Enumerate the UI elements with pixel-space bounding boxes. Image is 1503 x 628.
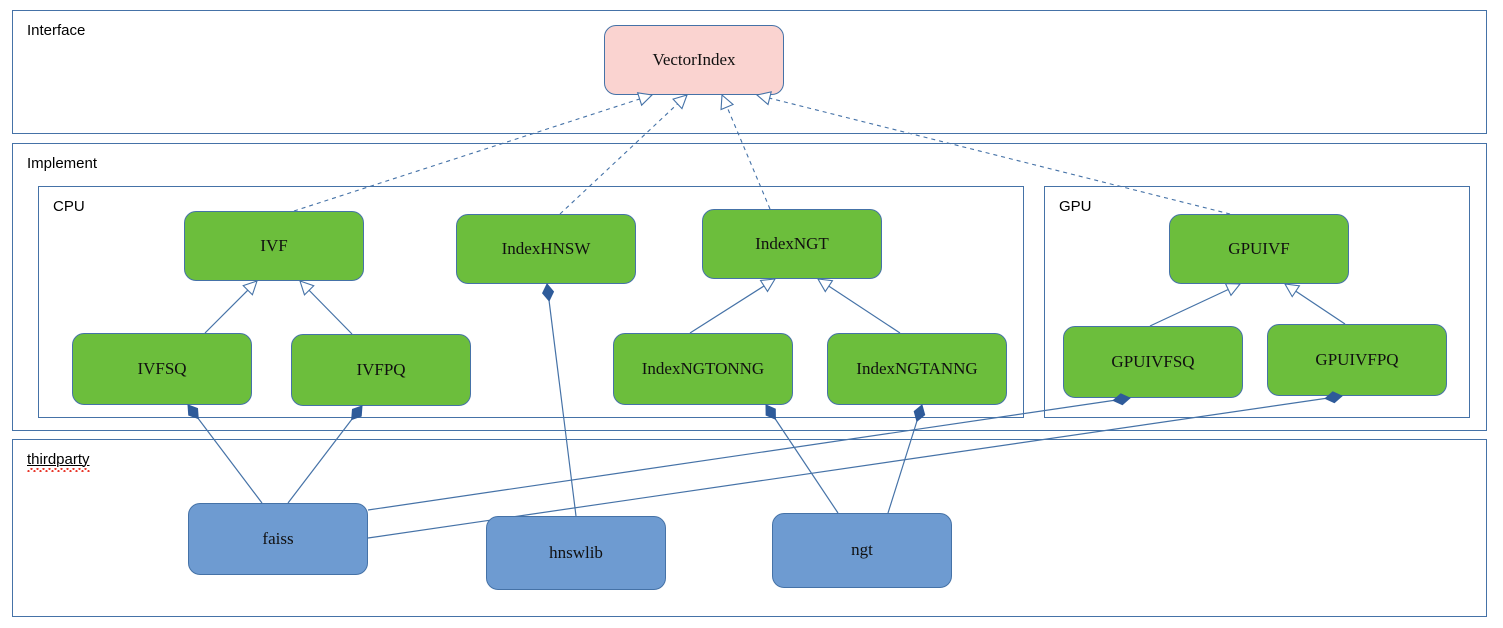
edge-faiss-to-ivfsq	[187, 404, 263, 504]
edge-hnswlib-to-indexhnsw-diamond	[542, 283, 555, 302]
node-indexhnsw[interactable]: IndexHNSW	[456, 214, 636, 284]
edge-gpuivf-to-vectorindex-arrowhead	[755, 91, 772, 106]
group-interface: Interface	[12, 10, 1487, 134]
node-label-ivfpq: IVFPQ	[356, 359, 406, 379]
edge-faiss-to-gpuivfpq-diamond	[1324, 391, 1343, 404]
edge-faiss-to-ivfpq	[287, 405, 363, 504]
edge-ngt-to-indexngtonng	[765, 404, 839, 514]
edge-ivf-to-vectorindex-arrowhead	[636, 92, 654, 107]
edge-ivf-to-vectorindex	[293, 94, 653, 212]
node-indexngtanng[interactable]: IndexNGTANNG	[827, 333, 1007, 405]
group-label-thirdparty-text: thirdparty	[27, 451, 90, 468]
node-label-gpuivfsq: GPUIVFSQ	[1111, 351, 1195, 371]
edge-gpuivfsq-to-gpuivf-arrowhead	[1224, 283, 1242, 297]
node-faiss[interactable]: faiss	[188, 503, 368, 575]
node-label-vectorindex: VectorIndex	[652, 49, 736, 69]
edge-faiss-to-ivfsq-diamond	[187, 404, 199, 420]
edge-faiss-to-ivfpq-diamond	[351, 405, 363, 421]
node-ivf[interactable]: IVF	[184, 211, 364, 281]
node-label-indexngtonng: IndexNGTONNG	[641, 358, 765, 378]
edge-gpuivf-to-vectorindex	[756, 94, 1231, 215]
node-label-ivfsq: IVFSQ	[137, 358, 187, 378]
edge-gpuivfsq-to-gpuivf	[1149, 283, 1241, 327]
group-label-thirdparty: thirdparty	[27, 451, 90, 472]
spellcheck-squiggle	[27, 468, 90, 472]
node-vectorindex[interactable]: VectorIndex	[604, 25, 784, 95]
edge-indexngt-to-vectorindex-arrowhead	[720, 93, 735, 111]
node-label-indexhnsw: IndexHNSW	[501, 238, 591, 258]
edge-indexngtanng-to-indexngt-arrowhead	[816, 278, 834, 293]
edge-ngt-to-indexngtanng	[887, 404, 923, 514]
node-label-faiss: faiss	[262, 528, 294, 548]
group-thirdparty: thirdparty	[12, 439, 1487, 617]
node-label-indexngt: IndexNGT	[755, 233, 829, 253]
node-label-indexngtanng: IndexNGTANNG	[856, 358, 978, 378]
edge-indexhnsw-to-vectorindex	[559, 94, 688, 215]
node-hnswlib[interactable]: hnswlib	[486, 516, 666, 590]
node-indexngtonng[interactable]: IndexNGTONNG	[613, 333, 793, 405]
group-label-cpu: CPU	[53, 198, 85, 215]
edge-gpuivfpq-to-gpuivf-arrowhead	[1283, 283, 1301, 298]
edge-ivfsq-to-ivf-arrowhead	[242, 280, 258, 296]
node-ngt[interactable]: ngt	[772, 513, 952, 588]
node-ivfsq[interactable]: IVFSQ	[72, 333, 252, 405]
node-gpuivfsq[interactable]: GPUIVFSQ	[1063, 326, 1243, 398]
edge-indexhnsw-to-vectorindex-arrowhead	[672, 94, 688, 110]
group-implement: Implement	[12, 143, 1487, 431]
edge-faiss-to-gpuivfsq-diamond	[1112, 393, 1131, 406]
node-label-ngt: ngt	[851, 540, 873, 560]
node-ivfpq[interactable]: IVFPQ	[291, 334, 471, 406]
edge-faiss-to-gpuivfsq	[367, 397, 1131, 511]
group-label-interface: Interface	[27, 22, 86, 39]
node-indexngt[interactable]: IndexNGT	[702, 209, 882, 279]
edge-ngt-to-indexngtonng-diamond	[765, 404, 776, 420]
edge-indexngtanng-to-indexngt	[817, 278, 901, 334]
edge-indexngtonng-to-indexngt-arrowhead	[759, 278, 777, 293]
group-gpu: GPU	[1044, 186, 1470, 418]
node-label-hnswlib: hnswlib	[549, 542, 603, 562]
group-label-gpu: GPU	[1059, 198, 1092, 215]
node-gpuivf[interactable]: GPUIVF	[1169, 214, 1349, 284]
edge-faiss-to-gpuivfpq	[367, 395, 1343, 539]
edge-indexngtonng-to-indexngt	[689, 278, 776, 334]
node-label-ivf: IVF	[260, 235, 288, 255]
node-gpuivfpq[interactable]: GPUIVFPQ	[1267, 324, 1447, 396]
node-label-gpuivf: GPUIVF	[1228, 238, 1290, 258]
node-label-gpuivfpq: GPUIVFPQ	[1315, 349, 1399, 369]
edge-ivfpq-to-ivf-arrowhead	[299, 280, 315, 296]
edge-ngt-to-indexngtanng-diamond	[913, 404, 926, 423]
group-cpu: CPU	[38, 186, 1024, 418]
group-label-implement: Implement	[27, 155, 98, 172]
edge-hnswlib-to-indexhnsw	[546, 283, 577, 517]
